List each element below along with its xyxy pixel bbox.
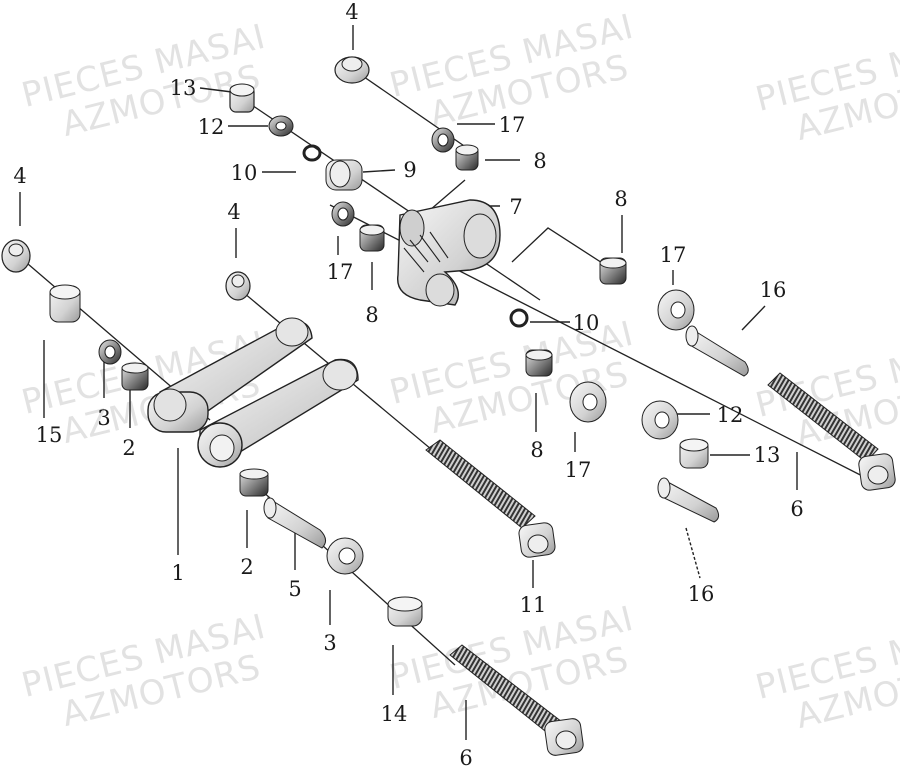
needle-bearing-part [455, 144, 479, 171]
bushing-part [387, 596, 423, 627]
needle-bearing-part [239, 468, 269, 497]
flange-nut-part [1, 239, 31, 273]
seal-ring-part [268, 115, 294, 137]
leader-lines [19, 25, 798, 740]
callout-label: 12 [197, 115, 225, 139]
callout-label: 12 [716, 403, 744, 427]
callout-label: 2 [122, 436, 136, 460]
callout-label: 11 [519, 593, 547, 617]
needle-bearing-part [121, 362, 149, 391]
bolt-part [449, 644, 584, 756]
spacer-tube-part [685, 325, 749, 377]
callout-label: 4 [345, 0, 359, 24]
flange-nut-part [334, 56, 370, 84]
bushing-part [229, 83, 255, 113]
spacer-tube-part [263, 497, 326, 549]
seal-ring-part [569, 381, 607, 423]
needle-bearing-part [359, 224, 385, 252]
spacer-tube-part [657, 477, 720, 523]
connecting-rod-part [147, 317, 359, 468]
callout-label: 8 [365, 303, 379, 327]
circlip-part [302, 144, 322, 162]
bushing-part [679, 438, 709, 469]
sleeve-part [325, 159, 363, 191]
circlip-part [509, 308, 529, 328]
washer-part [98, 339, 122, 365]
callout-label: 10 [572, 311, 600, 335]
callout-label: 16 [687, 582, 715, 606]
callout-label: 3 [323, 631, 337, 655]
callout-label: 10 [230, 161, 258, 185]
washer-part [326, 537, 364, 575]
needle-bearing-part [525, 349, 553, 377]
bushing-part [49, 284, 81, 323]
callout-label: 13 [169, 76, 197, 100]
callout-label: 17 [564, 458, 592, 482]
seal-ring-part [431, 127, 455, 153]
callout-label: 9 [403, 158, 417, 182]
callout-label: 4 [227, 200, 241, 224]
callout-label: 15 [35, 423, 63, 447]
callout-label: 8 [530, 438, 544, 462]
callout-label: 7 [509, 195, 523, 219]
callout-label: 16 [759, 278, 787, 302]
callout-label: 8 [533, 149, 547, 173]
seal-ring-part [641, 400, 679, 440]
seal-ring-part [657, 289, 695, 331]
callout-label: 6 [790, 497, 804, 521]
flange-nut-part [225, 271, 251, 301]
bolt-part [767, 372, 896, 491]
callout-label: 5 [288, 577, 302, 601]
callout-label: 6 [459, 746, 473, 770]
callout-label: 2 [240, 555, 254, 579]
callout-label: 17 [498, 113, 526, 137]
callout-label: 1 [171, 561, 185, 585]
seal-ring-part [331, 201, 355, 227]
bolt-part [425, 439, 556, 558]
rocker-arm-part [396, 199, 501, 307]
callout-label: 8 [614, 187, 628, 211]
callout-label: 3 [97, 406, 111, 430]
callout-label: 17 [326, 260, 354, 284]
callout-label: 17 [659, 243, 687, 267]
callout-label: 13 [753, 443, 781, 467]
callout-label: 4 [13, 164, 27, 188]
callout-label: 14 [380, 702, 408, 726]
needle-bearing-part [599, 257, 627, 285]
